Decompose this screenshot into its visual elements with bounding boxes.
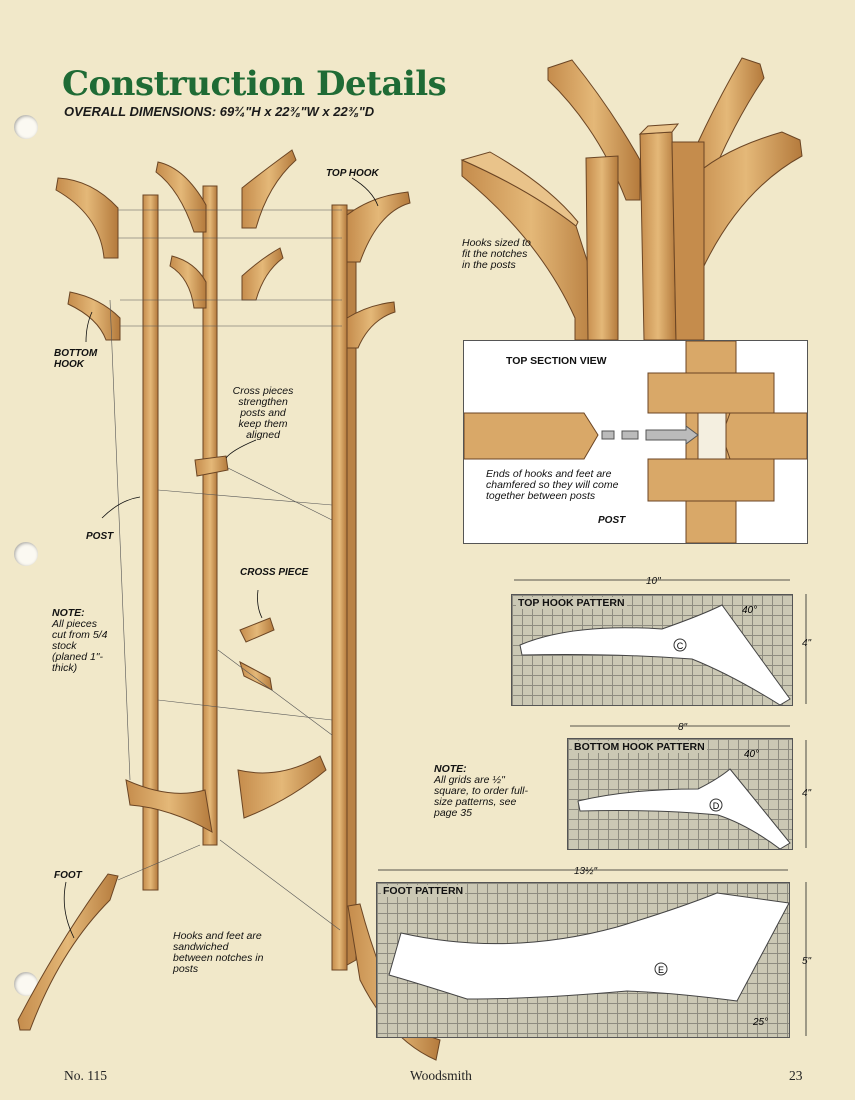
hook-bottom-right xyxy=(346,301,396,349)
foot-pattern: FOOT PATTERN E 25° xyxy=(376,882,790,1038)
binder-hole xyxy=(14,542,38,566)
post-section-label: POST xyxy=(598,515,626,526)
page-number: 23 xyxy=(789,1068,803,1083)
top-section-view: TOP SECTION VIEW Ends of hooks and feet … xyxy=(463,340,808,544)
hook-bottom-left xyxy=(67,291,121,341)
foot-label: FOOT xyxy=(54,870,82,881)
top-hook-pattern-shape: C 40° xyxy=(519,604,791,705)
grids-note: NOTE: All grids are ½" square, to order … xyxy=(434,764,542,819)
top-hook-height: 4" xyxy=(802,638,812,649)
bottom-hook-label: BOTTOM HOOK xyxy=(54,348,98,370)
stock-note: NOTE: All pieces cut from 5/4 stock (pla… xyxy=(52,608,112,674)
post-right xyxy=(331,204,348,971)
hook-bottom-centerright xyxy=(241,247,284,301)
hook-top-left xyxy=(55,177,119,259)
foot-center-right xyxy=(237,755,327,819)
foot-height: 5" xyxy=(802,956,812,967)
foot-pattern-title: FOOT PATTERN xyxy=(381,885,466,897)
bottom-hook-pattern: BOTTOM HOOK PATTERN D 40° xyxy=(567,738,793,850)
stock-note-title: NOTE: xyxy=(52,607,85,619)
stock-note-body: All pieces cut from 5/4 stock (planed 1"… xyxy=(52,618,108,674)
post-label: POST xyxy=(86,531,114,542)
top-section-view-title: TOP SECTION VIEW xyxy=(506,355,607,367)
hook-top-right xyxy=(346,191,411,263)
hook-top-center xyxy=(155,161,207,233)
sandwiched-note: Hooks and feet are sandwiched between no… xyxy=(173,930,264,975)
cross-pieces-note: Cross pieces strengthen posts and keep t… xyxy=(232,385,294,441)
foot-center-left xyxy=(125,779,213,833)
foot-pattern-shape: E 25° xyxy=(388,892,789,1028)
bottom-hook-pattern-title: BOTTOM HOOK PATTERN xyxy=(572,741,707,753)
foot-left xyxy=(17,873,119,1031)
bottom-hook-pattern-shape: D 40° xyxy=(577,749,791,849)
overall-dimensions: OVERALL DIMENSIONS: 69¾"H x 22⅜"W x 22⅜"… xyxy=(64,104,375,119)
cross-piece-label: CROSS PIECE xyxy=(240,567,309,578)
post-center xyxy=(202,185,218,846)
foot-angle: 25° xyxy=(752,1017,768,1028)
grids-note-body: All grids are ½" square, to order full-s… xyxy=(434,774,528,819)
top-hook-angle: 40° xyxy=(742,605,757,616)
bottom-hook-angle: 40° xyxy=(744,749,759,760)
foot-letter: E xyxy=(658,965,664,975)
grids-note-title: NOTE: xyxy=(434,763,467,775)
cross-piece-center xyxy=(194,455,229,477)
bottom-hook-width: 8" xyxy=(678,722,688,733)
top-hook-letter: C xyxy=(677,641,684,651)
binder-hole xyxy=(14,115,38,139)
post-right-2 xyxy=(346,209,357,966)
hooks-sized-note: Hooks sized to fit the notches in the po… xyxy=(462,237,531,271)
hook-top-centerright xyxy=(241,149,297,229)
top-hook-label: TOP HOOK xyxy=(326,168,379,179)
top-hook-width: 10" xyxy=(646,576,661,587)
bottom-hook-height: 4" xyxy=(802,788,812,799)
post-left xyxy=(142,194,159,891)
hook-bottom-center xyxy=(169,255,207,309)
chamfered-note: Ends of hooks and feet are chamfered so … xyxy=(486,469,636,502)
cross-piece-front xyxy=(239,617,275,643)
issue-number: No. 115 xyxy=(64,1068,107,1083)
bottom-hook-letter: D xyxy=(713,801,720,811)
magazine-name: Woodsmith xyxy=(410,1068,472,1083)
top-hook-pattern: TOP HOOK PATTERN C 40° xyxy=(511,594,793,706)
foot-width: 13½" xyxy=(574,866,598,877)
top-hook-pattern-title: TOP HOOK PATTERN xyxy=(516,597,627,609)
top-section-drawing xyxy=(464,341,807,543)
page-title: Construction Details xyxy=(62,64,447,104)
